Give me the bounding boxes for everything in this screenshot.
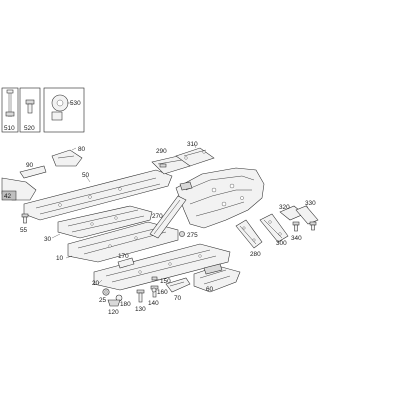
bracket-280[interactable]: 280 — [235, 219, 263, 258]
callout-140: 140 — [148, 300, 159, 307]
bolt-340[interactable]: 340 — [291, 221, 302, 242]
callout-270: 270 — [152, 213, 163, 220]
callout-160: 160 — [157, 289, 168, 296]
floor-panel-30[interactable]: 30 — [44, 205, 153, 243]
transmission-tunnel[interactable] — [175, 167, 265, 229]
callout-170: 170 — [118, 253, 129, 260]
callout-42: 42 — [4, 193, 12, 200]
washer-160[interactable]: 160 — [151, 287, 168, 296]
bracket-300[interactable]: 300 — [259, 213, 289, 247]
callout-290: 290 — [156, 148, 167, 155]
callout-340: 340 — [291, 235, 302, 242]
fastener-box-520[interactable]: 520 — [19, 87, 41, 133]
callout-90: 90 — [26, 162, 34, 169]
fastener-box-510[interactable]: 510 — [1, 87, 19, 133]
floor-panel-20[interactable]: 20 — [92, 243, 231, 291]
callout-150: 150 — [160, 278, 171, 285]
side-bracket-42[interactable]: 42 — [1, 177, 37, 201]
strut-270[interactable]: 270 — [149, 195, 187, 239]
bracket-80[interactable]: 80 — [51, 146, 86, 167]
callout-70: 70 — [174, 295, 182, 302]
callout-280: 280 — [250, 251, 261, 258]
callout-300: 300 — [276, 240, 287, 247]
bolt-150[interactable]: 150 — [151, 276, 171, 285]
bolt-275[interactable]: 275 — [179, 231, 198, 239]
bracket-70[interactable]: 70 — [165, 277, 191, 302]
callout-130: 130 — [135, 306, 146, 313]
callout-30: 30 — [44, 236, 52, 243]
callout-530: 530 — [70, 100, 81, 107]
callout-180: 180 — [120, 301, 131, 308]
callout-20: 20 — [92, 280, 100, 287]
callout-330: 330 — [305, 200, 316, 207]
bolt-55[interactable]: 55 — [20, 213, 29, 234]
callout-510: 510 — [4, 125, 15, 132]
bolt-300-right[interactable] — [309, 221, 317, 231]
cover-60[interactable]: 60 — [193, 263, 241, 293]
cross-member-310[interactable]: 310 — [175, 141, 215, 167]
floor-panel-50[interactable]: 50 — [23, 169, 173, 221]
nut-25[interactable]: 25 — [99, 288, 110, 304]
plate-330[interactable]: 330 — [295, 200, 319, 225]
floor-panel-10[interactable]: 10 — [56, 221, 179, 263]
callout-60: 60 — [206, 286, 214, 293]
callout-520: 520 — [24, 125, 35, 132]
callout-320: 320 — [279, 204, 290, 211]
callout-25: 25 — [99, 297, 107, 304]
screw-130[interactable]: 130 — [135, 289, 146, 313]
callout-50: 50 — [82, 172, 90, 179]
bracket-90[interactable]: 90 — [19, 162, 47, 179]
plug-120[interactable]: 120 — [107, 299, 121, 316]
callout-275: 275 — [187, 232, 198, 239]
callout-55: 55 — [20, 227, 28, 234]
callout-80: 80 — [78, 146, 86, 153]
callout-10: 10 — [56, 255, 64, 262]
callout-310: 310 — [187, 141, 198, 148]
fastener-box-530[interactable]: 530 — [43, 87, 85, 133]
callout-120: 120 — [108, 309, 119, 316]
bracket-170[interactable]: 170 — [117, 253, 135, 269]
